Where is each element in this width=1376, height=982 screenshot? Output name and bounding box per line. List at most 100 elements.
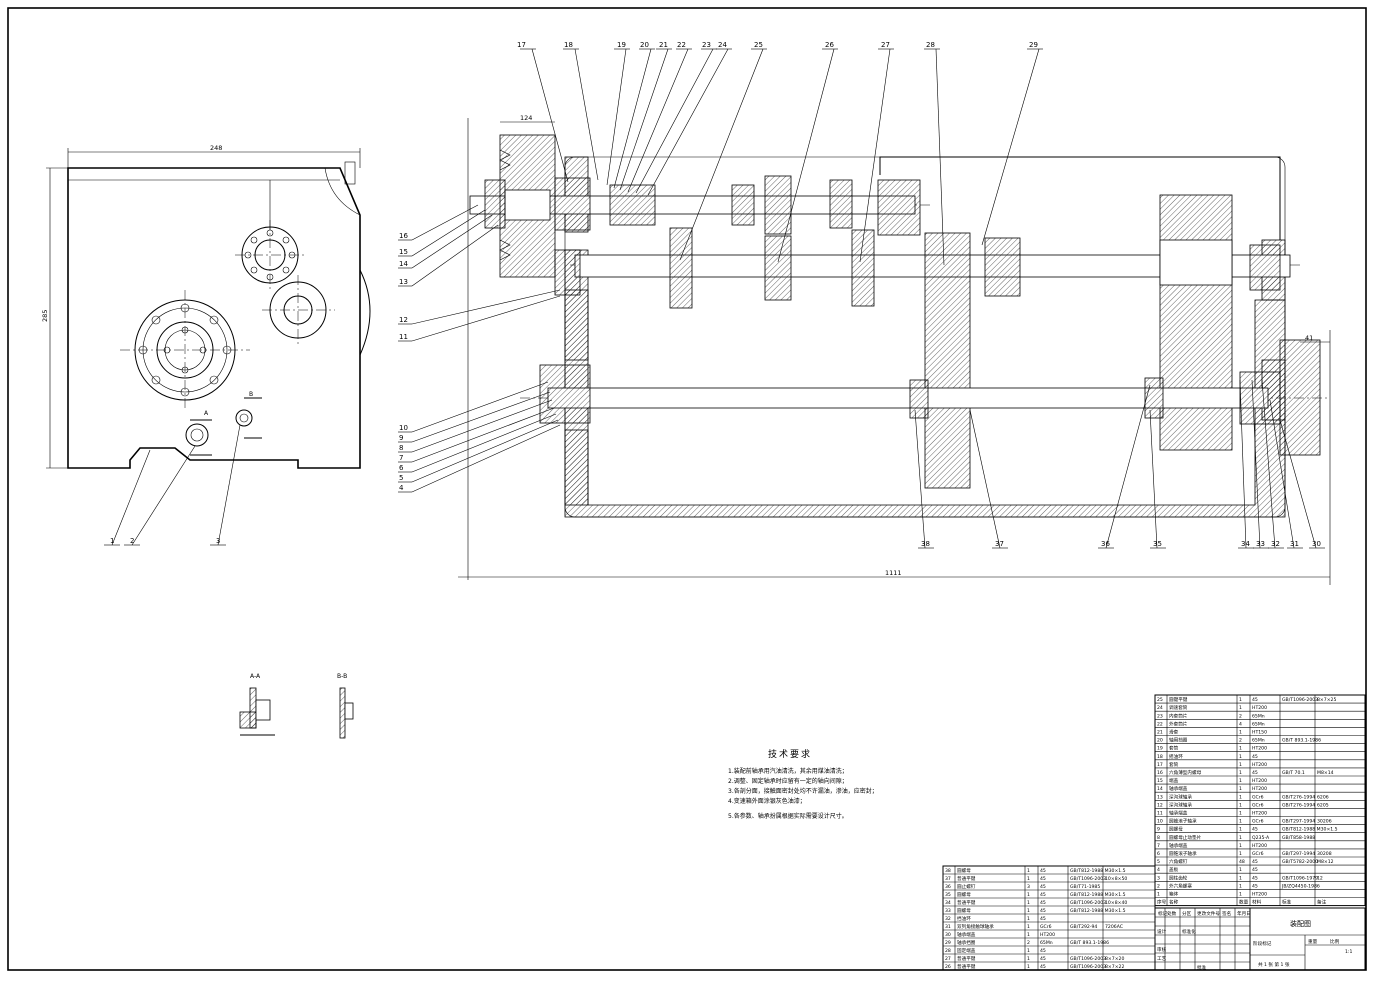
table-cell: 6205 bbox=[1317, 802, 1329, 808]
table-cell: 10×8×40 bbox=[1105, 900, 1127, 906]
label-27: 27 bbox=[881, 41, 890, 49]
table-cell: 1 bbox=[1027, 876, 1030, 882]
dim-overall-length: 1111 bbox=[885, 569, 902, 577]
table-cell: 65Mn bbox=[1040, 940, 1053, 946]
table-cell: 65Mn bbox=[1252, 721, 1265, 727]
table-cell: 轴承端盖 bbox=[1169, 810, 1188, 817]
label-22: 22 bbox=[677, 41, 686, 49]
table-cell: 22 bbox=[1157, 721, 1163, 727]
table-cell: 深沟球轴承 bbox=[1169, 801, 1192, 808]
table-cell: GB/T1096-2003 bbox=[1070, 876, 1106, 882]
table-cell: HT200 bbox=[1252, 786, 1267, 792]
tb-weight-label: 重量 bbox=[1308, 938, 1318, 945]
table-cell: GB/T297-1994 bbox=[1282, 851, 1315, 857]
table-cell: 45 bbox=[1040, 892, 1046, 898]
label-23: 23 bbox=[702, 41, 711, 49]
table-cell: 六角螺钉 bbox=[1169, 858, 1188, 865]
tech-req-title: 技术要求 bbox=[768, 748, 812, 760]
table-cell: 37 bbox=[945, 876, 951, 882]
table-cell: 轴用挡圈 bbox=[1169, 737, 1188, 744]
table-cell: 内套筒片 bbox=[1169, 712, 1188, 719]
section-view: 124 1111 41 17 18 19 20 21 22 23 24 bbox=[398, 41, 1331, 585]
table-cell: 45 bbox=[1252, 859, 1258, 865]
tb-cell-design: 设计 bbox=[1157, 928, 1167, 935]
tb-cell-approve: 批准 bbox=[1197, 964, 1207, 971]
label-12: 12 bbox=[399, 316, 408, 324]
tb-cell-process: 工艺 bbox=[1157, 956, 1167, 962]
table-cell: 45 bbox=[1040, 876, 1046, 882]
table-cell: 1 bbox=[1239, 754, 1242, 760]
label-19: 19 bbox=[617, 41, 626, 49]
table-cell: 45 bbox=[1252, 867, 1258, 873]
label-16: 16 bbox=[399, 232, 408, 240]
tb-drawing-name: 装配图 bbox=[1290, 919, 1311, 928]
label-33: 33 bbox=[1256, 540, 1265, 548]
table-cell: 45 bbox=[1252, 827, 1258, 833]
table-cell: 圆螺母 bbox=[957, 867, 971, 874]
table-cell: 45 bbox=[1040, 868, 1046, 874]
table-cell: 35 bbox=[945, 892, 951, 898]
table-cell: GB/T1096-2003 bbox=[1070, 900, 1106, 906]
label-20: 20 bbox=[640, 41, 649, 49]
table-cell: HT200 bbox=[1252, 892, 1267, 898]
dim-side-height: 285 bbox=[41, 310, 49, 322]
table-cell: 45 bbox=[1040, 884, 1046, 890]
label-26: 26 bbox=[825, 41, 834, 49]
label-13: 13 bbox=[399, 278, 408, 286]
table-cell: 15 bbox=[1157, 778, 1163, 784]
table-cell: 30206 bbox=[1317, 819, 1332, 825]
table-cell: 1 bbox=[1157, 892, 1160, 898]
table-cell: 45 bbox=[1040, 948, 1046, 954]
label-2: 2 bbox=[130, 537, 134, 545]
table-cell: 45 bbox=[1040, 956, 1046, 962]
table-cell: GB/T812-1988 M30×1.5 bbox=[1070, 892, 1126, 898]
table-cell: 圆螺母 bbox=[957, 907, 971, 914]
table-cell: 2 bbox=[1027, 940, 1030, 946]
label-7: 7 bbox=[399, 454, 403, 462]
tb-cell-review: 审核 bbox=[1157, 946, 1167, 953]
table-cell: GB/T 893.1-1986 bbox=[1070, 940, 1109, 946]
table-cell: 13 bbox=[1157, 794, 1163, 800]
label-34: 34 bbox=[1241, 540, 1250, 548]
table-cell: 1 bbox=[1239, 819, 1242, 825]
tb-sheet-info: 共 1 张 第 1 张 bbox=[1258, 961, 1290, 968]
detail-b-b: B-B bbox=[337, 673, 354, 739]
table-cell: GB/T1096-2003 bbox=[1282, 697, 1318, 703]
table-cell: 31 bbox=[945, 924, 951, 930]
table-cell: 45 bbox=[1040, 916, 1046, 922]
label-14: 14 bbox=[399, 260, 408, 268]
table-cell: 17 bbox=[1157, 762, 1163, 768]
label-29: 29 bbox=[1029, 41, 1038, 49]
table-cell: 圆螺母 bbox=[1169, 826, 1183, 833]
table-cell: 32 bbox=[945, 916, 951, 922]
tb-scale-label: 比例 bbox=[1330, 938, 1340, 945]
table-cell: 轴承端盖 bbox=[1169, 785, 1188, 792]
table-cell: GCr6 bbox=[1252, 819, 1264, 825]
tb-cell-count: 处数 bbox=[1167, 910, 1177, 917]
label-1: 1 bbox=[110, 537, 114, 545]
table-cell: 23 bbox=[1157, 713, 1163, 719]
tech-req-3: 3.各剖分面，接触面密封处均不许漏油，渗油，应密封； bbox=[728, 787, 878, 795]
table-cell: 圆键平键 bbox=[1169, 696, 1188, 703]
table-cell: GCr6 bbox=[1252, 794, 1264, 800]
table-cell: 28 bbox=[945, 948, 951, 954]
dim-shaft-height: 41 bbox=[1305, 334, 1313, 342]
detail-aa-label: A-A bbox=[250, 673, 261, 680]
table-cell: GB/T276-1994 bbox=[1282, 794, 1315, 800]
tech-req-4: 4.变速箱外面涂银灰色油漆； bbox=[728, 797, 806, 805]
table-cell: GB/T1096-2003 bbox=[1070, 964, 1106, 970]
table-cell: GB/T276-1994 bbox=[1282, 802, 1315, 808]
table-cell: 45 bbox=[1252, 697, 1258, 703]
table-cell: HT200 bbox=[1252, 705, 1267, 711]
table-cell: 24 bbox=[1157, 705, 1163, 711]
table-cell: 1 bbox=[1027, 956, 1030, 962]
table-header-cell: 备注 bbox=[1317, 899, 1327, 906]
label-8: 8 bbox=[399, 444, 403, 452]
table-cell: GB/T 70.1 bbox=[1282, 770, 1305, 776]
label-38: 38 bbox=[921, 540, 930, 548]
table-cell: 1 bbox=[1027, 868, 1030, 874]
table-cell: 外六角螺塞 bbox=[1169, 882, 1192, 889]
table-cell: 10 bbox=[1157, 819, 1163, 825]
table-cell: 圆柱齿轮 bbox=[1169, 874, 1188, 881]
section-a-label: A bbox=[204, 410, 209, 417]
